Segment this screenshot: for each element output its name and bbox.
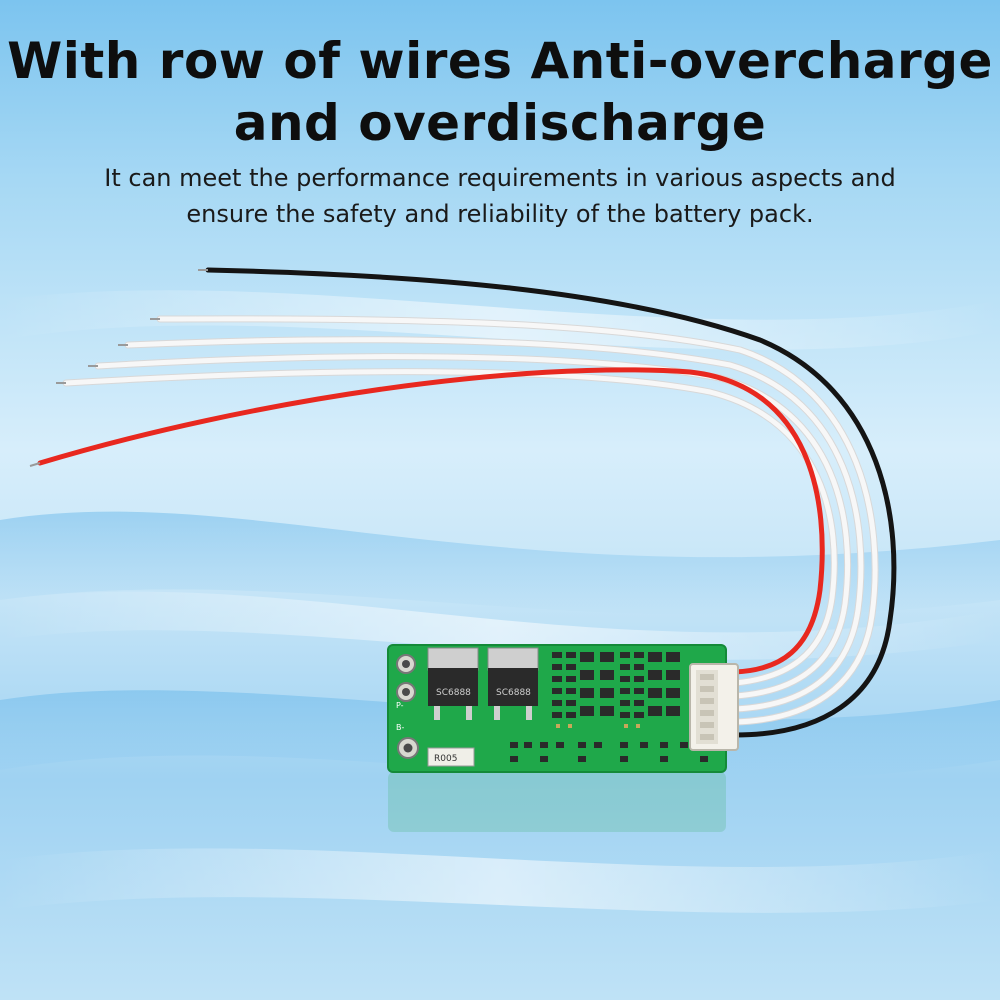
wire-white-4 <box>62 368 838 687</box>
mosfet-1-label: SC6888 <box>436 688 471 698</box>
wire-black <box>205 267 897 738</box>
smd-components <box>510 652 708 762</box>
headline-line-2: and overdischarge <box>233 94 767 152</box>
shunt-resistor: R005 <box>427 747 475 767</box>
mosfet-2: SC6888 <box>487 647 539 720</box>
description: It can meet the performance requirements… <box>0 160 1000 232</box>
resistor-label: R005 <box>434 754 457 764</box>
wire-bundle <box>37 267 897 738</box>
description-line-2: ensure the safety and reliability of the… <box>186 200 814 228</box>
pcb-board: P- B- SC6888 SC6888 R005 <box>387 644 739 773</box>
pad-label-p: P- <box>396 701 404 710</box>
description-line-1: It can meet the performance requirements… <box>104 164 896 192</box>
mosfet-1: SC6888 <box>427 647 479 720</box>
pad-label-b: B- <box>396 723 404 732</box>
wire-connector <box>689 663 739 751</box>
headline-line-1: With row of wires Anti-overcharge <box>7 32 993 90</box>
board-reflection <box>388 772 726 832</box>
wire-tips <box>29 269 208 467</box>
wire-red <box>37 367 825 675</box>
headline: With row of wires Anti-overcharge and ov… <box>0 30 1000 154</box>
mosfet-2-label: SC6888 <box>496 688 531 698</box>
